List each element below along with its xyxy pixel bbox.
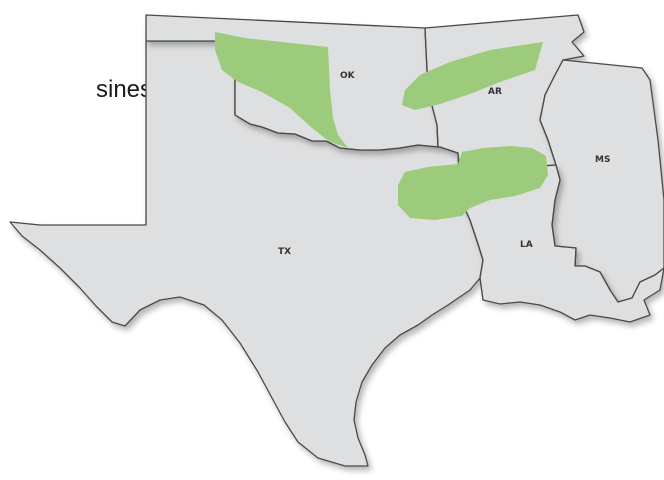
region-ark-la-tex <box>398 146 548 220</box>
state-label-tx: TX <box>278 247 291 257</box>
border-tx-ok <box>234 41 459 154</box>
state-label-ok: OK <box>340 71 356 81</box>
border-la-ms <box>551 164 577 267</box>
border-ok-ar <box>424 27 439 148</box>
state-label-ms: MS <box>595 155 610 165</box>
region-arkansas-band <box>402 42 543 110</box>
state-label-ar: AR <box>488 87 502 97</box>
border-ar-ms <box>539 59 564 166</box>
region-western-oklahoma <box>215 32 348 148</box>
state-label-la: LA <box>520 240 533 250</box>
